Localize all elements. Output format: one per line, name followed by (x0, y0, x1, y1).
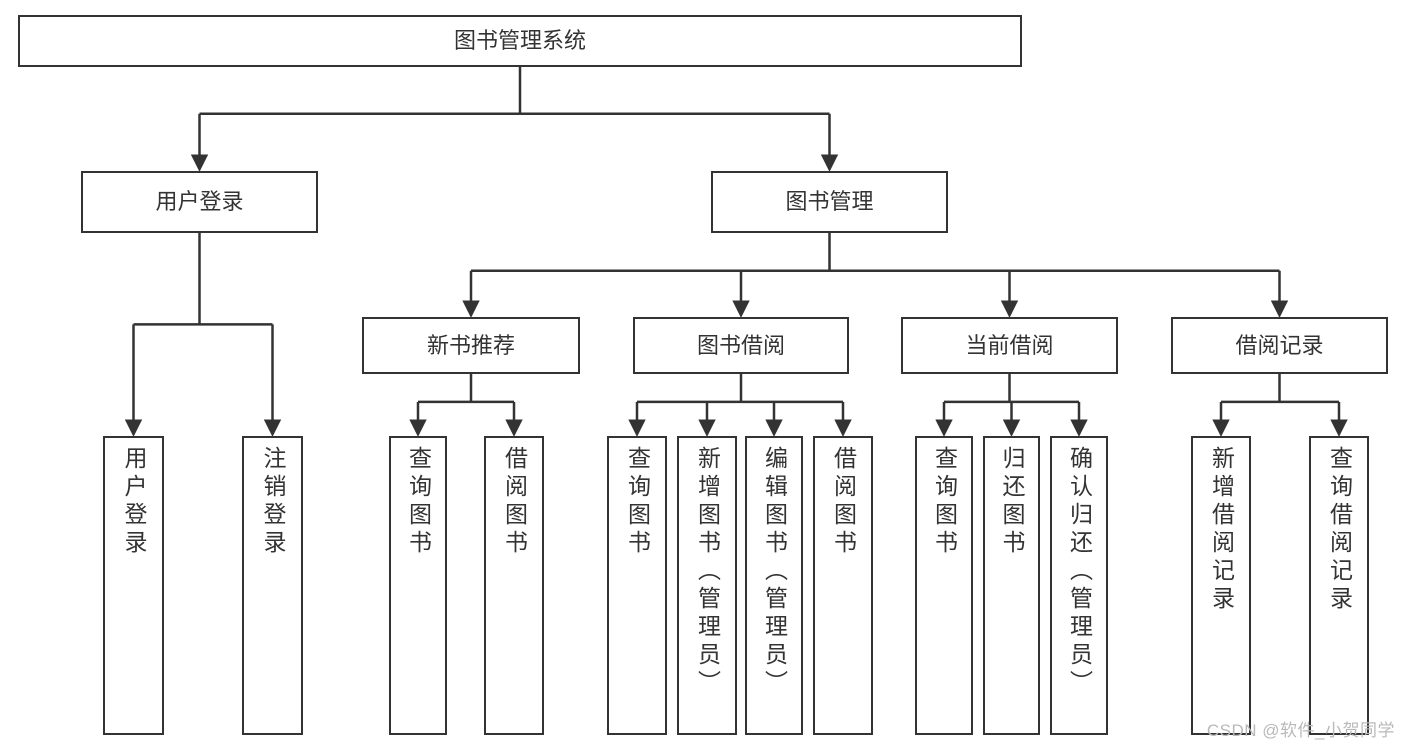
edge-group (124, 67, 1348, 437)
node-leaf_7[interactable]: 借阅图书 (813, 436, 873, 735)
node-leaf_4[interactable]: 查询图书 (607, 436, 667, 735)
node-label: 新增借阅记录 (1208, 446, 1235, 614)
node-l2_1[interactable]: 图书管理 (711, 171, 948, 233)
node-l3_0[interactable]: 新书推荐 (362, 317, 580, 374)
node-label: 查询图书 (624, 446, 651, 558)
node-label: 借阅图书 (830, 446, 857, 558)
node-leaf_5[interactable]: 新增图书（管理员） (677, 436, 737, 735)
node-l2_0[interactable]: 用户登录 (81, 171, 318, 233)
node-label: 查询图书 (931, 446, 958, 558)
node-label: 查询图书 (405, 446, 432, 558)
node-label: 图书管理 (785, 189, 874, 215)
node-leaf_3[interactable]: 借阅图书 (484, 436, 544, 735)
node-label: 图书借阅 (696, 332, 785, 358)
node-leaf_2[interactable]: 查询图书 (389, 436, 447, 735)
node-label: 当前借阅 (965, 332, 1054, 358)
node-leaf_8[interactable]: 查询图书 (915, 436, 973, 735)
node-label: 用户登录 (121, 446, 147, 558)
node-label: 借阅记录 (1235, 332, 1324, 358)
node-leaf_6[interactable]: 编辑图书（管理员） (745, 436, 803, 735)
node-leaf_12[interactable]: 查询借阅记录 (1309, 436, 1369, 735)
node-label: 编辑图书（管理员） (761, 446, 788, 698)
node-leaf_11[interactable]: 新增借阅记录 (1191, 436, 1251, 735)
node-l3_2[interactable]: 当前借阅 (901, 317, 1118, 374)
node-leaf_1[interactable]: 注销登录 (242, 436, 303, 735)
node-label: 新增图书（管理员） (694, 446, 721, 698)
node-leaf_9[interactable]: 归还图书 (983, 436, 1040, 735)
node-l3_3[interactable]: 借阅记录 (1171, 317, 1388, 374)
node-label: 归还图书 (999, 446, 1025, 558)
node-label: 借阅图书 (501, 446, 528, 558)
node-leaf_0[interactable]: 用户登录 (103, 436, 164, 735)
node-leaf_10[interactable]: 确认归还（管理员） (1050, 436, 1108, 735)
node-root[interactable]: 图书管理系统 (18, 15, 1022, 67)
node-label: 查询借阅记录 (1326, 446, 1353, 614)
node-label: 图书管理系统 (453, 28, 586, 54)
node-l3_1[interactable]: 图书借阅 (633, 317, 849, 374)
node-label: 确认归还（管理员） (1066, 446, 1093, 698)
node-label: 新书推荐 (426, 332, 515, 358)
node-label: 用户登录 (155, 189, 244, 215)
node-label: 注销登录 (260, 446, 286, 558)
